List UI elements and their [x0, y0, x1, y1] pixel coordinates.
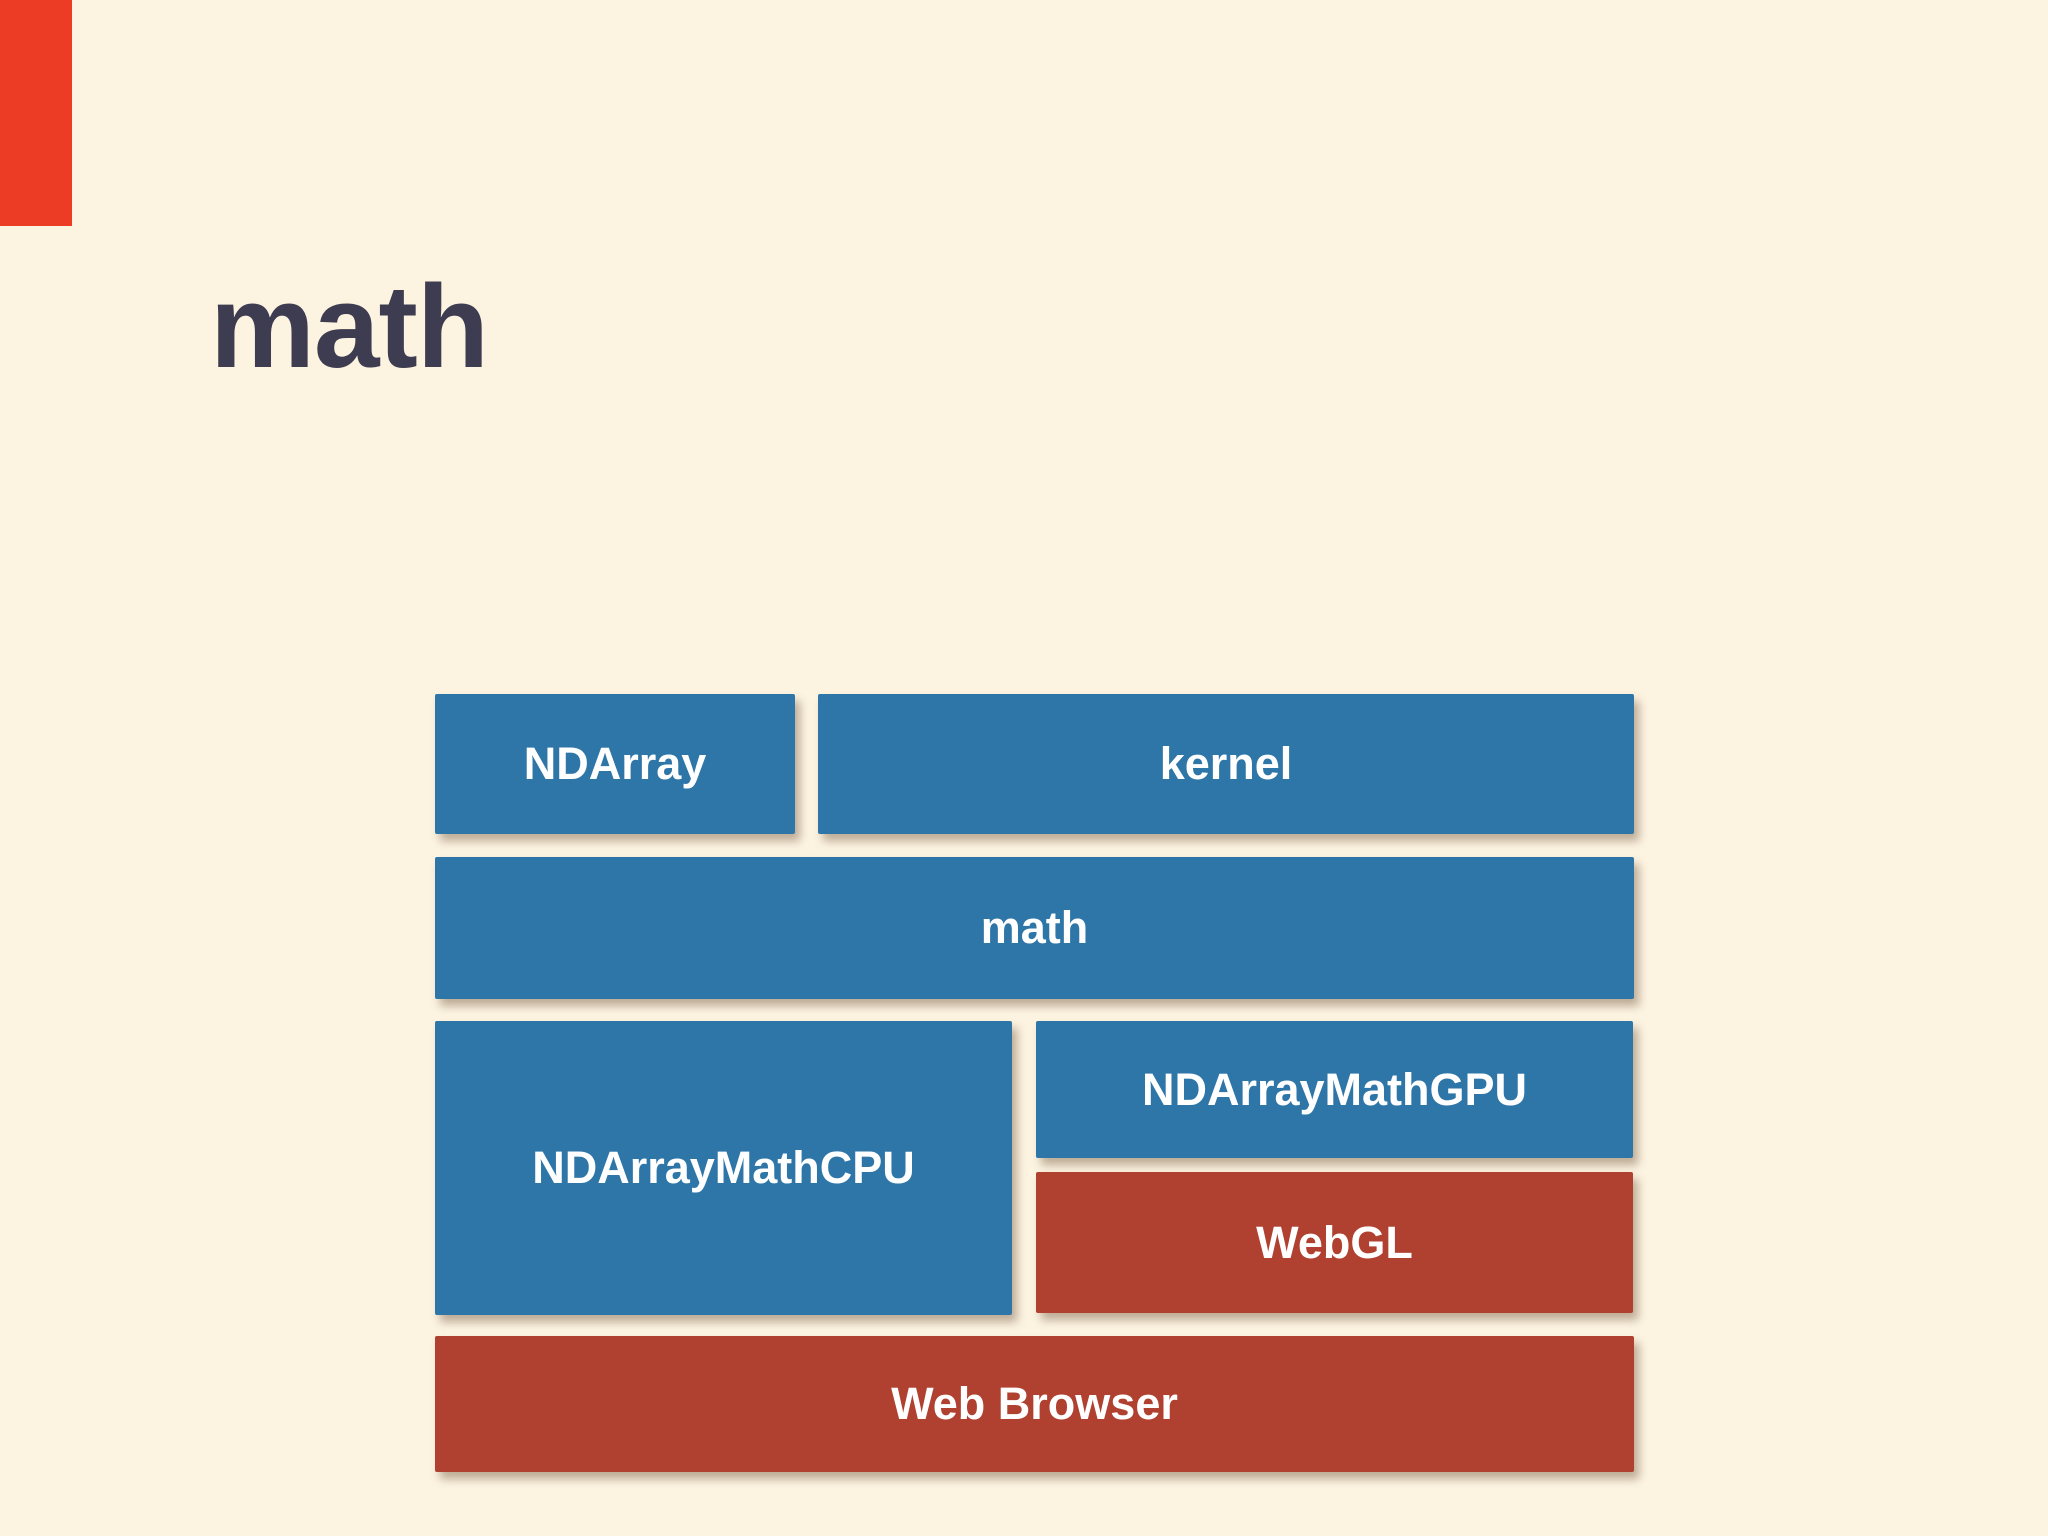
box-kernel: kernel	[818, 694, 1634, 834]
box-ndarraymathcpu: NDArrayMathCPU	[435, 1021, 1012, 1315]
box-ndarray-label: NDArray	[523, 738, 707, 789]
box-webgl-label: WebGL	[1256, 1216, 1413, 1268]
slide-title: math	[210, 261, 489, 393]
box-math: math	[435, 857, 1634, 999]
box-kernel-label: kernel	[1159, 738, 1293, 789]
box-ndarraymathgpu-label: NDArrayMathGPU	[1141, 1063, 1528, 1115]
box-webgl: WebGL	[1036, 1172, 1633, 1313]
box-ndarray: NDArray	[435, 694, 795, 834]
box-math-label: math	[980, 902, 1089, 953]
box-ndarraymathcpu-label: NDArrayMathCPU	[532, 1142, 915, 1193]
corner-accent-shape	[0, 0, 72, 226]
box-web-browser: Web Browser	[435, 1336, 1634, 1472]
box-ndarraymathgpu: NDArrayMathGPU	[1036, 1021, 1633, 1158]
box-web-browser-label: Web Browser	[891, 1378, 1178, 1429]
